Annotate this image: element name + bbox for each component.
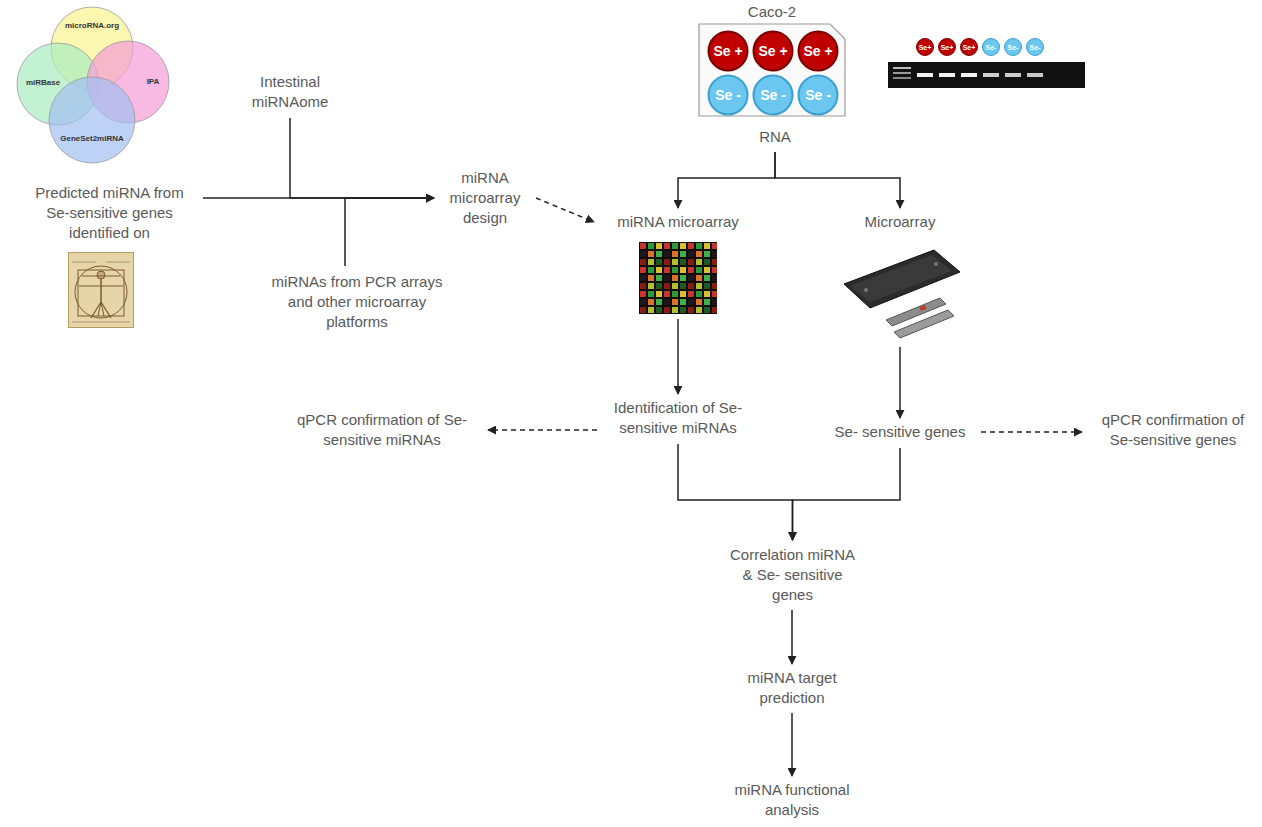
- venn-circle-shape: [48, 76, 136, 164]
- sample-circle: Se-: [1025, 37, 1045, 57]
- step-label: miRNA target prediction: [722, 668, 862, 708]
- text-node: Predicted miRNA from Se-sensitive genes …: [22, 183, 197, 243]
- step-label: miRNA microarray design: [440, 168, 530, 228]
- sample-label: Se-: [1030, 43, 1041, 52]
- text-node: miRNA functional analysis: [712, 780, 872, 820]
- flow-arrow: [678, 152, 775, 208]
- text-node: Intestinal miRNAome: [240, 72, 340, 112]
- step-label: Se- sensitive genes: [825, 422, 975, 442]
- microarray-device-image: [836, 242, 964, 342]
- flow-arrow: [678, 444, 793, 540]
- sample-circle: Se +: [797, 30, 839, 72]
- text-node: Correlation miRNA & Se- sensitive genes: [725, 545, 860, 605]
- plate-heading: Caco-2: [698, 3, 846, 21]
- text-node: Se- sensitive genes: [825, 422, 975, 442]
- step-label: miRNA microarray: [598, 212, 758, 232]
- sample-circle: Se+: [915, 37, 935, 57]
- step-label: miRNAs from PCR arrays and other microar…: [262, 272, 452, 332]
- flow-arrow: [488, 429, 597, 431]
- step-label: Intestinal miRNAome: [240, 72, 340, 112]
- sample-label: Se+: [941, 43, 954, 52]
- text-node: Identification of Se-sensitive miRNAs: [605, 398, 751, 438]
- sample-circle: Se -: [707, 74, 749, 116]
- venn-circle: GeneSet2miRNA: [48, 76, 136, 164]
- sample-label: Se+: [963, 43, 976, 52]
- venn-label: GeneSet2miRNA: [48, 134, 136, 144]
- flow-arrow: [793, 448, 901, 540]
- flow-arrow: [791, 610, 793, 664]
- sample-circle: Se-: [1003, 37, 1023, 57]
- venn-label: microRNA.org: [50, 21, 134, 31]
- text-node: qPCR confirmation of Se-sensitive genes: [1088, 410, 1258, 450]
- sample-circle: Se-: [981, 37, 1001, 57]
- sample-label: Se +: [713, 43, 742, 59]
- step-label: Microarray: [825, 212, 975, 232]
- text-node: qPCR confirmation of Se-sensitive miRNAs: [282, 410, 482, 450]
- flow-arrow: [791, 713, 793, 776]
- sample-label: Se+: [919, 43, 932, 52]
- text-node: RNA: [755, 127, 795, 147]
- sample-label: Se -: [715, 87, 741, 103]
- flow-arrow: [677, 319, 679, 394]
- flow-arrow: [536, 198, 594, 222]
- step-label: qPCR confirmation of Se-sensitive genes: [1088, 410, 1258, 450]
- text-node: miRNA microarray design: [440, 168, 530, 228]
- sample-label: Se-: [986, 43, 997, 52]
- venn-label: IPA: [140, 77, 166, 87]
- sample-label: Se-: [1008, 43, 1019, 52]
- flow-arrow: [981, 431, 1082, 433]
- step-label: Correlation miRNA & Se- sensitive genes: [725, 545, 860, 605]
- sample-label: Se +: [803, 43, 832, 59]
- venn-label: miRBase: [20, 78, 66, 88]
- vitruvian-illustration: [68, 252, 134, 328]
- gel-image: [888, 62, 1085, 88]
- step-label: qPCR confirmation of Se-sensitive miRNAs: [282, 410, 482, 450]
- step-label: Predicted miRNA from Se-sensitive genes …: [22, 183, 197, 243]
- sample-circle: Se +: [752, 30, 794, 72]
- flow-arrow: [775, 152, 900, 208]
- mirna-array-image: [639, 242, 717, 314]
- sample-circle: Se+: [959, 37, 979, 57]
- step-label: miRNA functional analysis: [712, 780, 872, 820]
- flow-arrow: [899, 347, 901, 418]
- sample-label: Se +: [758, 43, 787, 59]
- sample-circle: Se +: [707, 30, 749, 72]
- array-node: miRNA microarray: [598, 212, 758, 314]
- flow-arrow: [290, 118, 434, 198]
- text-node: miRNAs from PCR arrays and other microar…: [262, 272, 452, 332]
- text-node: miRNA target prediction: [722, 668, 862, 708]
- sample-circle: Se+: [937, 37, 957, 57]
- sample-circle: Se -: [797, 74, 839, 116]
- sample-label: Se -: [760, 87, 786, 103]
- sample-circle: Se -: [752, 74, 794, 116]
- culture-plate: Caco-2 Se + Se + Se + Se - Se - Se -: [698, 3, 846, 117]
- step-label: Identification of Se-sensitive miRNAs: [605, 398, 751, 438]
- flow-arrow: [345, 198, 434, 266]
- step-label: RNA: [755, 127, 795, 147]
- sample-label: Se -: [805, 87, 831, 103]
- array-node: Microarray: [825, 212, 975, 342]
